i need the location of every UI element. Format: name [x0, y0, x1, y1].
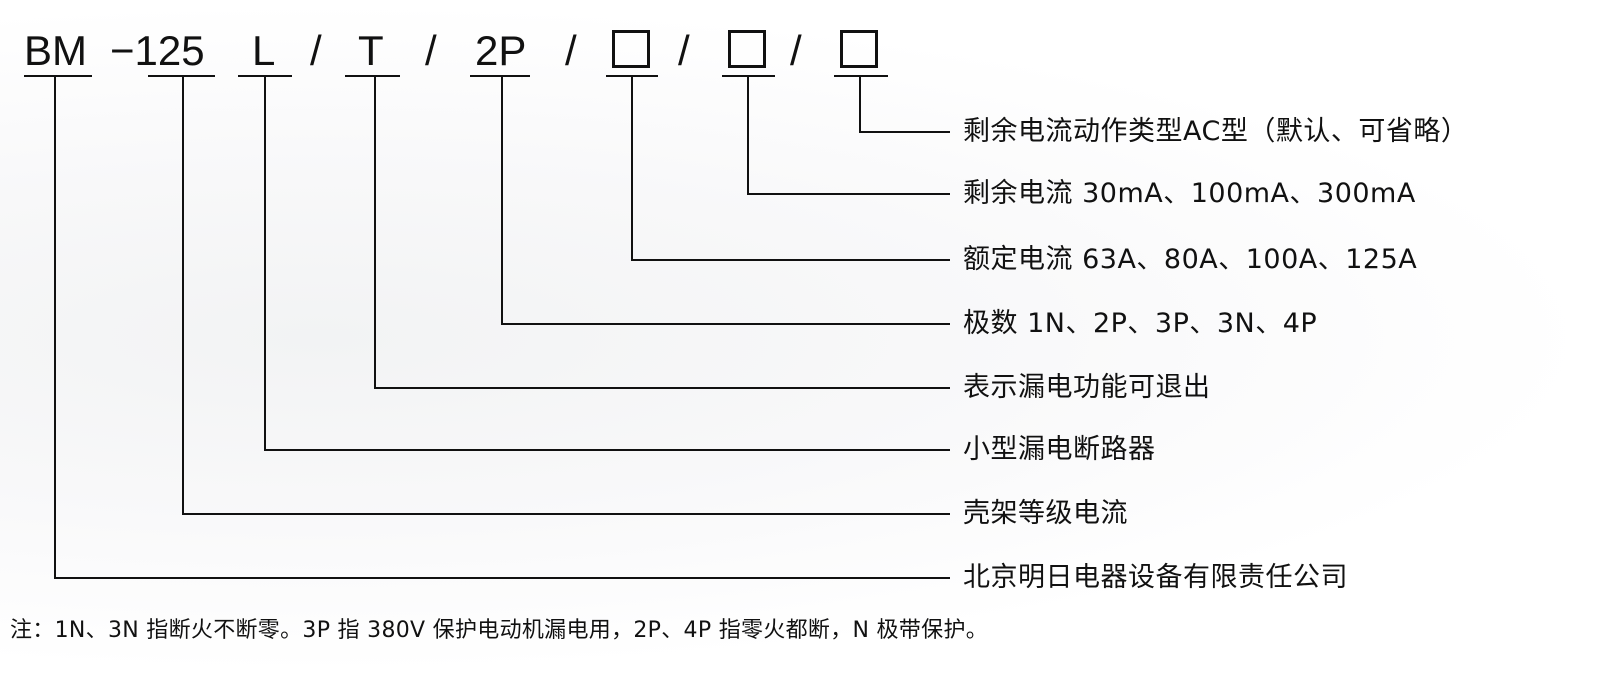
- code-type: L: [252, 27, 276, 74]
- code-slash: /: [790, 27, 802, 74]
- desc-residual-current: 剩余电流 30mA、100mA、300mA: [963, 178, 1416, 209]
- desc-company: 北京明日电器设备有限责任公司: [963, 562, 1348, 593]
- code-slash: /: [310, 27, 322, 74]
- desc-action-type: 剩余电流动作类型AC型（默认、可省略）: [963, 116, 1469, 147]
- desc-poles: 极数 1N、2P、3P、3N、4P: [963, 308, 1318, 339]
- leader-rated-current: [631, 76, 950, 261]
- code-frame-current: −125: [110, 27, 205, 74]
- leader-withdrawable: [374, 76, 950, 389]
- placeholder-box-residual-current: [728, 30, 766, 68]
- leader-series: [54, 76, 950, 579]
- desc-type: 小型漏电断路器: [963, 434, 1156, 465]
- desc-frame-current: 壳架等级电流: [963, 498, 1128, 529]
- desc-rated-current: 额定电流 63A、80A、100A、125A: [963, 244, 1418, 275]
- leader-frame-current: [182, 76, 950, 515]
- footnote: 注：1N、3N 指断火不断零。3P 指 380V 保护电动机漏电用，2P、4P …: [10, 618, 989, 643]
- placeholder-box-rated-current: [612, 30, 650, 68]
- desc-withdrawable: 表示漏电功能可退出: [963, 372, 1211, 403]
- code-poles: 2P: [475, 27, 527, 74]
- code-slash: /: [678, 27, 690, 74]
- leader-action-type: [859, 76, 950, 133]
- leader-type: [264, 76, 950, 451]
- leader-residual-current: [747, 76, 950, 195]
- code-withdrawable: T: [358, 27, 384, 74]
- code-slash: /: [565, 27, 577, 74]
- leader-poles: [501, 76, 950, 325]
- code-slash: /: [425, 27, 437, 74]
- code-series: BM: [24, 27, 87, 74]
- placeholder-box-action-type: [840, 30, 878, 68]
